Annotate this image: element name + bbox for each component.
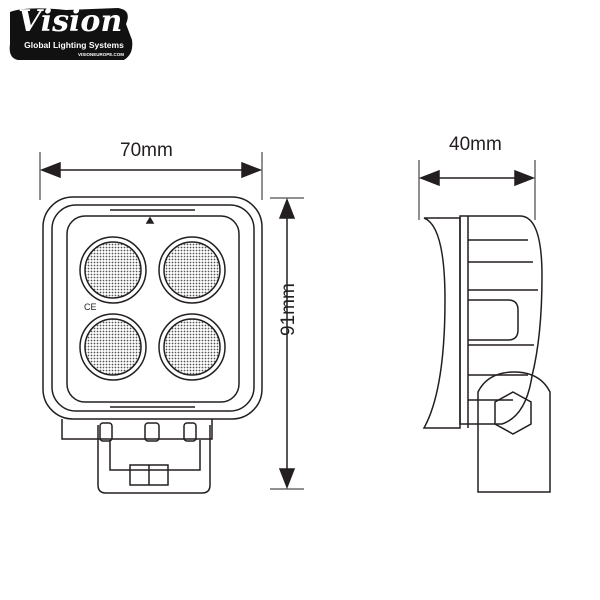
side-view bbox=[422, 215, 551, 493]
logo-url: VISIONEUROPE.COM bbox=[77, 52, 124, 57]
height-label: 91mm bbox=[278, 283, 299, 336]
width-dimension-line bbox=[39, 152, 263, 200]
logo-tagline: Global Lighting Systems bbox=[24, 40, 124, 50]
width-label: 70mm bbox=[120, 140, 173, 161]
depth-label: 40mm bbox=[449, 134, 502, 155]
logo-brand: Vision bbox=[18, 4, 123, 39]
vision-logo: Vision Global Lighting Systems VISIONEUR… bbox=[6, 4, 136, 62]
led-lens bbox=[79, 236, 226, 381]
front-view bbox=[42, 196, 263, 494]
height-dimension-line bbox=[270, 197, 304, 490]
ce-mark: CE bbox=[84, 302, 97, 312]
logo-badge-shape bbox=[9, 8, 133, 60]
depth-dimension-line bbox=[418, 160, 536, 220]
